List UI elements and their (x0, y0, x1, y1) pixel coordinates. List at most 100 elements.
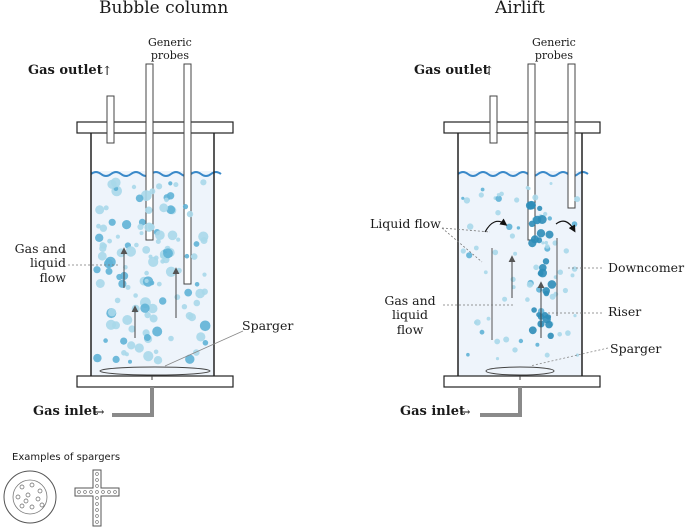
bubble (107, 238, 112, 244)
bubble (149, 314, 158, 323)
bubble (527, 200, 536, 210)
bubble-gas-liquid-flow-label: Gas and liquid flow (14, 241, 66, 285)
bubble (506, 223, 513, 230)
bubble (93, 353, 102, 363)
bubble (525, 186, 530, 190)
bubble (201, 288, 208, 295)
bubble (486, 316, 491, 321)
bubble (533, 264, 539, 271)
bubble (575, 353, 580, 357)
bubble (134, 343, 144, 353)
bubble (202, 272, 207, 277)
bubble (182, 204, 189, 210)
leader-liquid-flow-2 (441, 227, 491, 233)
bubble (125, 246, 136, 257)
bubble (99, 242, 106, 249)
bubble (93, 266, 101, 274)
bubble (107, 179, 117, 189)
bubble (196, 332, 206, 342)
bubble (147, 303, 158, 314)
bubble (466, 252, 473, 259)
bubble (460, 248, 466, 254)
bubble (544, 240, 548, 245)
bubble (536, 229, 546, 238)
bottom-base (443, 375, 601, 388)
bubble (466, 352, 470, 357)
bubble (122, 315, 133, 325)
bubble (155, 239, 161, 244)
sparger-hole (29, 482, 35, 488)
bubble (95, 205, 105, 215)
bubble-gas-inlet-label: Gas inlet (33, 404, 98, 419)
bubble (184, 288, 193, 297)
bubble (127, 341, 136, 350)
bubble (142, 246, 151, 254)
bubble-sparger-label: Sparger (242, 318, 294, 333)
bubble (543, 290, 550, 297)
bubble (528, 326, 537, 335)
bottom-base (76, 375, 234, 388)
gas-inlet-pipe (112, 387, 154, 417)
bubble (532, 194, 539, 201)
bubble (198, 231, 209, 242)
bubble (516, 226, 521, 230)
bubble (496, 193, 501, 197)
bubble (184, 253, 190, 259)
bubble (153, 349, 159, 355)
bubble (543, 211, 548, 217)
bubble (144, 311, 151, 319)
sparger-hole (29, 504, 35, 510)
bubble (512, 347, 518, 353)
sparger-hole (95, 478, 99, 482)
bubble (557, 332, 562, 337)
bubble (148, 256, 159, 267)
airlift-outlet-arrow-icon: ↑ (484, 63, 495, 78)
bubble (537, 205, 543, 211)
bubble (145, 206, 153, 214)
bubble (185, 354, 195, 364)
bubble (155, 230, 165, 240)
bubble (514, 197, 520, 203)
bubble (112, 321, 120, 330)
bubble (194, 282, 200, 287)
top-lid (443, 121, 601, 134)
bubble (547, 216, 552, 221)
airlift-liquid-flow-label: Liquid flow (370, 216, 441, 231)
bubble (571, 266, 578, 272)
bubble (131, 304, 140, 313)
leader-sparger (529, 347, 609, 367)
bubble-probes-label: Generic probes (148, 36, 192, 62)
bubble (103, 205, 109, 211)
bubble (181, 304, 188, 310)
bubble (104, 259, 114, 269)
bubble (510, 276, 516, 282)
probe-2 (567, 63, 576, 209)
bubble (492, 249, 499, 256)
bubble (167, 230, 178, 241)
airlift-sparger-label: Sparger (610, 341, 662, 356)
bubble (108, 218, 116, 226)
bubble (156, 281, 162, 287)
bubble (532, 215, 542, 225)
bubble (97, 251, 107, 261)
sparger-hole (95, 496, 99, 500)
sparger-hole (89, 490, 93, 494)
bubble (200, 179, 207, 186)
bubble (547, 280, 557, 289)
bubble (565, 330, 571, 336)
gas-outlet-pipe (489, 95, 498, 144)
sparger-hole (19, 484, 25, 490)
bubble (538, 268, 547, 278)
bubble (144, 278, 149, 283)
bubble (186, 210, 194, 218)
sparger-hole (107, 490, 111, 494)
bubble (202, 340, 209, 346)
bubble (131, 184, 137, 190)
sparger-ring (99, 366, 211, 376)
leader-sparger (164, 330, 244, 367)
bubble (461, 196, 465, 200)
bubble (499, 191, 504, 197)
bubble (478, 192, 484, 198)
bubble (530, 235, 539, 244)
